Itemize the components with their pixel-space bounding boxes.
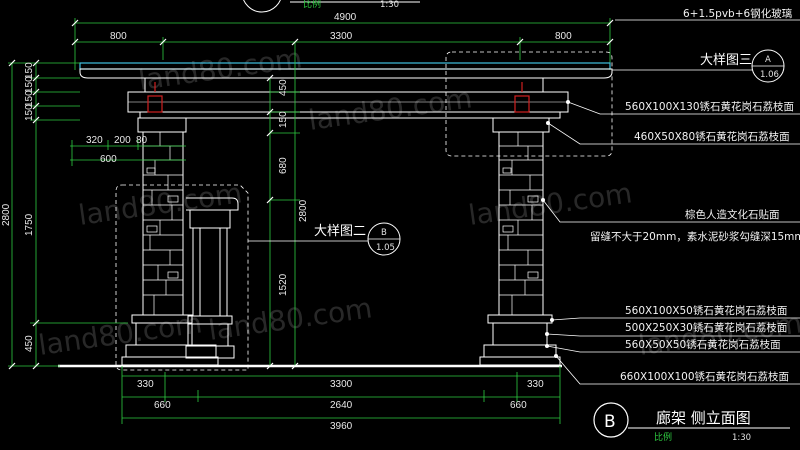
- detail2-number: 1.05: [376, 243, 395, 253]
- centre-dimensions: [269, 42, 300, 366]
- dim-150-c: 150: [24, 90, 35, 107]
- dim-2800-left: 2800: [1, 203, 12, 226]
- left-small-dims: [70, 140, 186, 166]
- dim-660-left: 660: [154, 400, 171, 411]
- dim-150-d: 150: [24, 104, 35, 121]
- detail3-number: 1.06: [760, 70, 779, 80]
- dim-450-left: 450: [24, 335, 35, 352]
- left-dimensions: [8, 62, 128, 367]
- note-glass: 6+1.5pvb+6钢化玻璃: [683, 7, 792, 20]
- watermark-4: land80.com: [466, 176, 634, 232]
- dim-80: 80: [136, 135, 148, 146]
- dim-150-a: 150: [24, 62, 35, 79]
- centre-dim-ticks: [266, 38, 299, 370]
- dim-320: 320: [86, 135, 103, 146]
- callout-detail2: 大样图二 B 1.05: [248, 222, 401, 256]
- top-scale-value: 1:30: [380, 0, 399, 10]
- bottom-dimensions: [121, 366, 561, 424]
- dim-left-800: 800: [110, 31, 127, 42]
- note-n2: 460X50X80锈石黄花岗石荔枝面: [634, 130, 790, 143]
- dim-150-b: 150: [24, 76, 35, 93]
- red-anchors: [147, 82, 530, 113]
- detail3-label: 大样图三: [700, 53, 752, 68]
- note-n6: 500X250X30锈石黄花岗石荔枝面: [625, 321, 787, 334]
- dim-600: 600: [100, 154, 117, 165]
- dim-1520: 1520: [278, 273, 289, 296]
- dim-right-800: 800: [555, 31, 572, 42]
- dim-330-right: 330: [527, 379, 544, 390]
- detail2-label: 大样图二: [314, 224, 366, 239]
- title-letter: B: [604, 412, 616, 432]
- title-scale-value: 1:30: [732, 433, 751, 443]
- note-n7: 560X50X50锈石黄花岗石荔枝面: [625, 338, 781, 351]
- top-scale-label: 比例: [303, 0, 321, 10]
- dim-2640: 2640: [330, 400, 353, 411]
- left-column: [121, 117, 219, 366]
- dim-200: 200: [114, 135, 131, 146]
- top-partial-title: 比例 1:30: [243, 0, 420, 13]
- right-stone-pattern: [499, 132, 543, 315]
- dim-330-left: 330: [137, 379, 154, 390]
- dim-2800-center: 2800: [298, 199, 309, 222]
- top-dim-ticks: [71, 19, 614, 46]
- dim-450-top: 450: [278, 79, 289, 96]
- right-column: [479, 117, 561, 366]
- detail2-dashed-boundary: [115, 184, 249, 371]
- callout-detail3: 大样图三 A 1.06: [612, 49, 785, 83]
- dim-total-4900: 4900: [334, 12, 357, 23]
- left-dim-ticks: [8, 59, 40, 370]
- dim-3960: 3960: [330, 421, 353, 432]
- note-n8: 660X100X100锈石黄花岗石荔枝面: [620, 370, 789, 383]
- note-n3: 棕色人造文化石贴面: [685, 208, 780, 221]
- dim-3300-bottom: 3300: [330, 379, 353, 390]
- title-scale-label: 比例: [654, 431, 672, 443]
- left-stone-pattern: [143, 132, 183, 315]
- leader-dots: [541, 100, 570, 358]
- note-leaders: [542, 101, 800, 385]
- title-block: B 廊架 侧立面图 比例 1:30: [593, 402, 790, 443]
- note-n4: 留缝不大于20mm，素水泥砂浆勾缝深15mm: [590, 230, 800, 243]
- inner-wall-detail: [185, 197, 239, 359]
- dim-1750: 1750: [24, 213, 35, 236]
- note-n1: 560X100X130锈石黄花岗石荔枝面: [625, 100, 794, 113]
- title-text: 廊架 侧立面图: [656, 409, 751, 427]
- dim-mid-3300: 3300: [330, 31, 353, 42]
- dim-660-right: 660: [510, 400, 527, 411]
- note-n5: 560X100X50锈石黄花岗石荔枝面: [625, 304, 787, 317]
- watermark-2: land80.com: [306, 81, 474, 137]
- dim-680: 680: [278, 157, 289, 174]
- dim-150-center: 150: [278, 111, 289, 128]
- detail3-letter: A: [765, 55, 771, 65]
- detail2-letter: B: [381, 228, 387, 238]
